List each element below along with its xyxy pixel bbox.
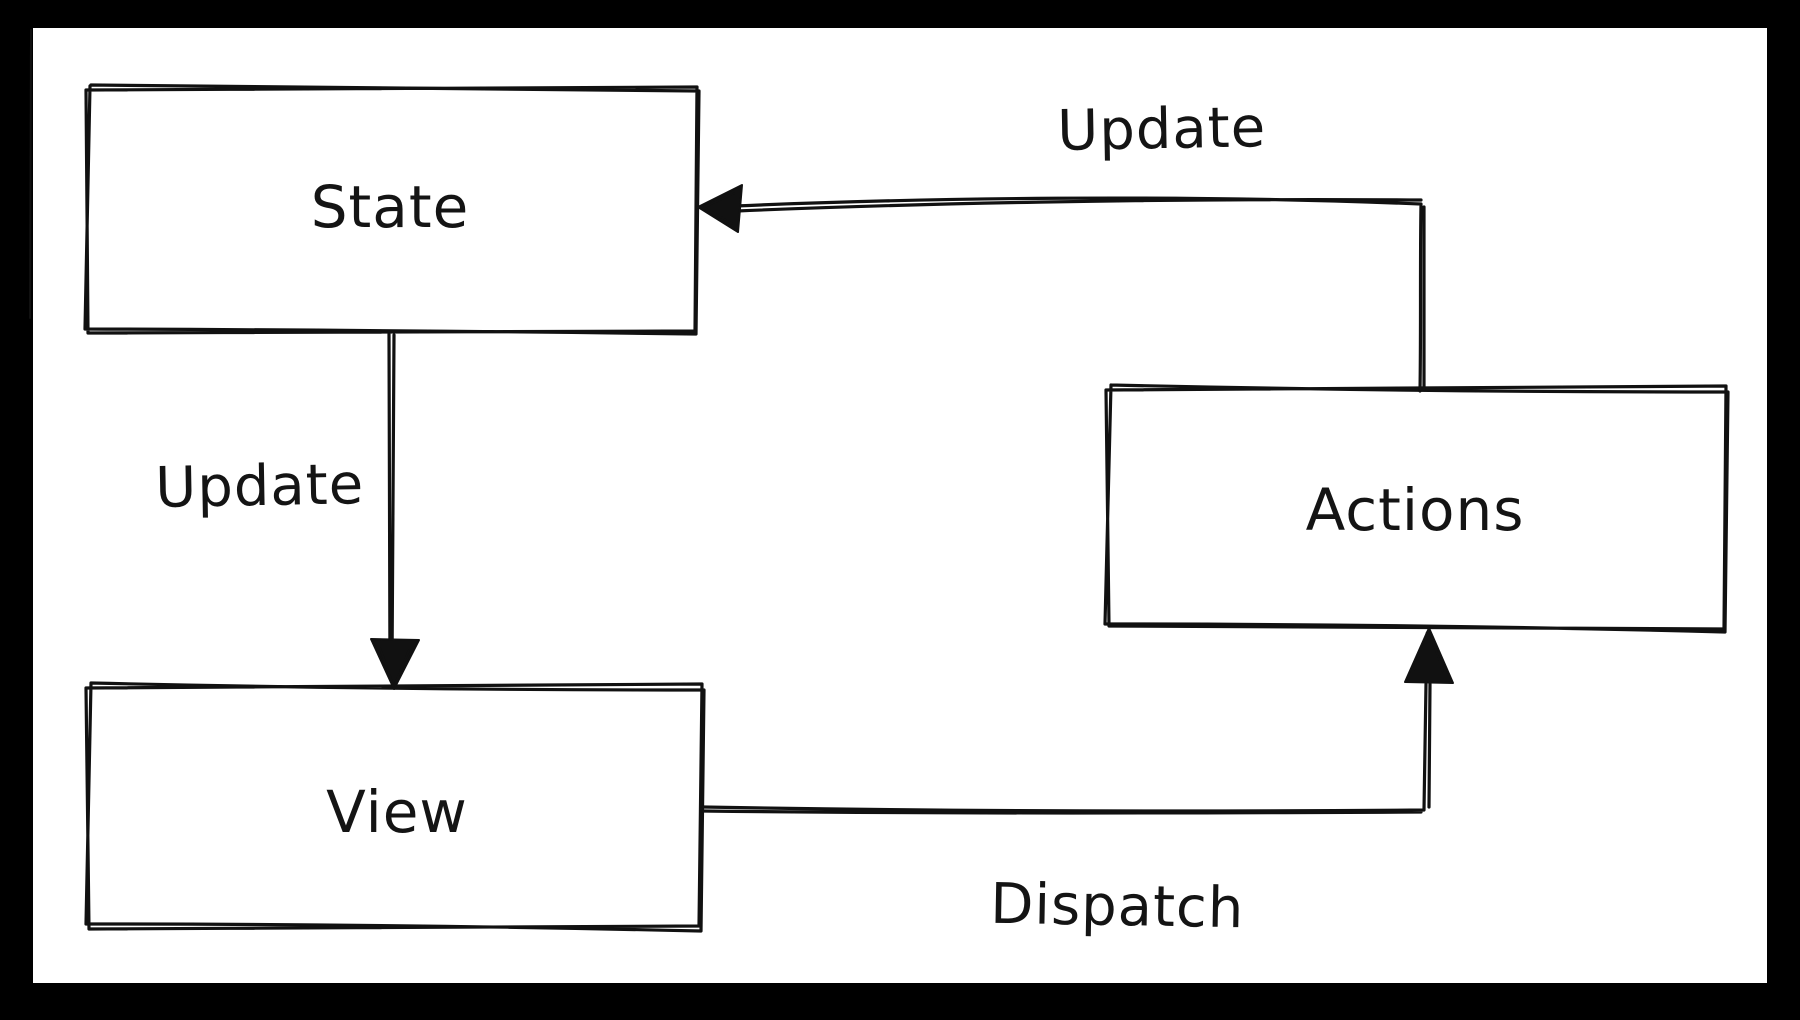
node-actions: Actions — [1103, 383, 1730, 634]
node-state-label: State — [311, 173, 470, 241]
canvas-background — [33, 28, 1767, 983]
arrowhead-up-icon — [1404, 627, 1454, 684]
edge-view-to-actions-label: Dispatch — [990, 872, 1245, 941]
edge-view-to-actions-line — [701, 682, 1432, 815]
edge-state-to-view-line — [387, 332, 396, 676]
arrowhead-down-icon — [370, 638, 420, 690]
node-state-border — [83, 83, 701, 336]
edge-view-to-actions: Dispatch — [701, 627, 1454, 941]
edge-state-to-view: Update — [155, 332, 420, 690]
edge-actions-to-state-line — [733, 196, 1426, 393]
arrowhead-left-icon — [697, 184, 743, 233]
node-state: State — [83, 83, 701, 336]
node-actions-label: Actions — [1306, 476, 1525, 544]
frame-imperfection-line — [29, 29, 32, 319]
edge-actions-to-state: Update — [697, 95, 1426, 393]
node-view: View — [84, 681, 706, 933]
edge-actions-to-state-label: Update — [1057, 95, 1267, 164]
node-view-label: View — [326, 778, 468, 846]
node-view-border — [84, 681, 706, 933]
node-actions-border — [1103, 383, 1730, 634]
edge-state-to-view-label: Update — [155, 452, 365, 521]
